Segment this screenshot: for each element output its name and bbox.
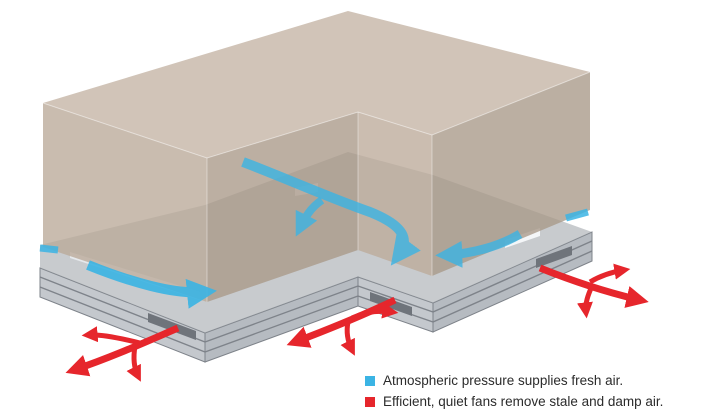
- red-arrow-icon: [588, 263, 631, 285]
- blue-arrow-icon: [86, 260, 217, 309]
- house-volume: [42, 11, 591, 302]
- red-arrow-icon: [576, 284, 595, 319]
- legend: Atmospheric pressure supplies fresh air.…: [365, 370, 663, 412]
- fresh-air-arrows: [39, 157, 589, 309]
- red-arrow-icon: [65, 324, 180, 377]
- blue-square-icon: [365, 375, 375, 386]
- red-arrow-icon: [340, 321, 355, 356]
- stale-air-arrows: [65, 263, 649, 382]
- vent-opening-right: [536, 246, 572, 268]
- red-arrow-icon: [538, 264, 649, 308]
- house-wall-left: [43, 103, 207, 302]
- blue-arrow-icon: [565, 208, 589, 222]
- blue-arrow-icon: [435, 230, 523, 268]
- house-wall-right-inner: [358, 112, 432, 276]
- red-arrow-icon: [126, 345, 141, 382]
- blue-arrow-icon: [241, 157, 421, 266]
- legend-label-fresh-air: Atmospheric pressure supplies fresh air.: [383, 373, 624, 388]
- house-wall-right: [432, 72, 590, 276]
- blue-arrow-icon: [39, 244, 59, 254]
- house-roof: [43, 11, 590, 158]
- red-arrow-icon: [350, 302, 399, 321]
- red-arrow-icon: [81, 326, 141, 346]
- vent-opening-left: [148, 313, 196, 340]
- legend-label-stale-air: Efficient, quiet fans remove stale and d…: [383, 394, 664, 409]
- blue-arrow-icon: [295, 196, 325, 237]
- legend-item-stale-air: Efficient, quiet fans remove stale and d…: [365, 391, 663, 412]
- red-square-icon: [365, 396, 375, 407]
- legend-item-fresh-air: Atmospheric pressure supplies fresh air.: [365, 370, 663, 391]
